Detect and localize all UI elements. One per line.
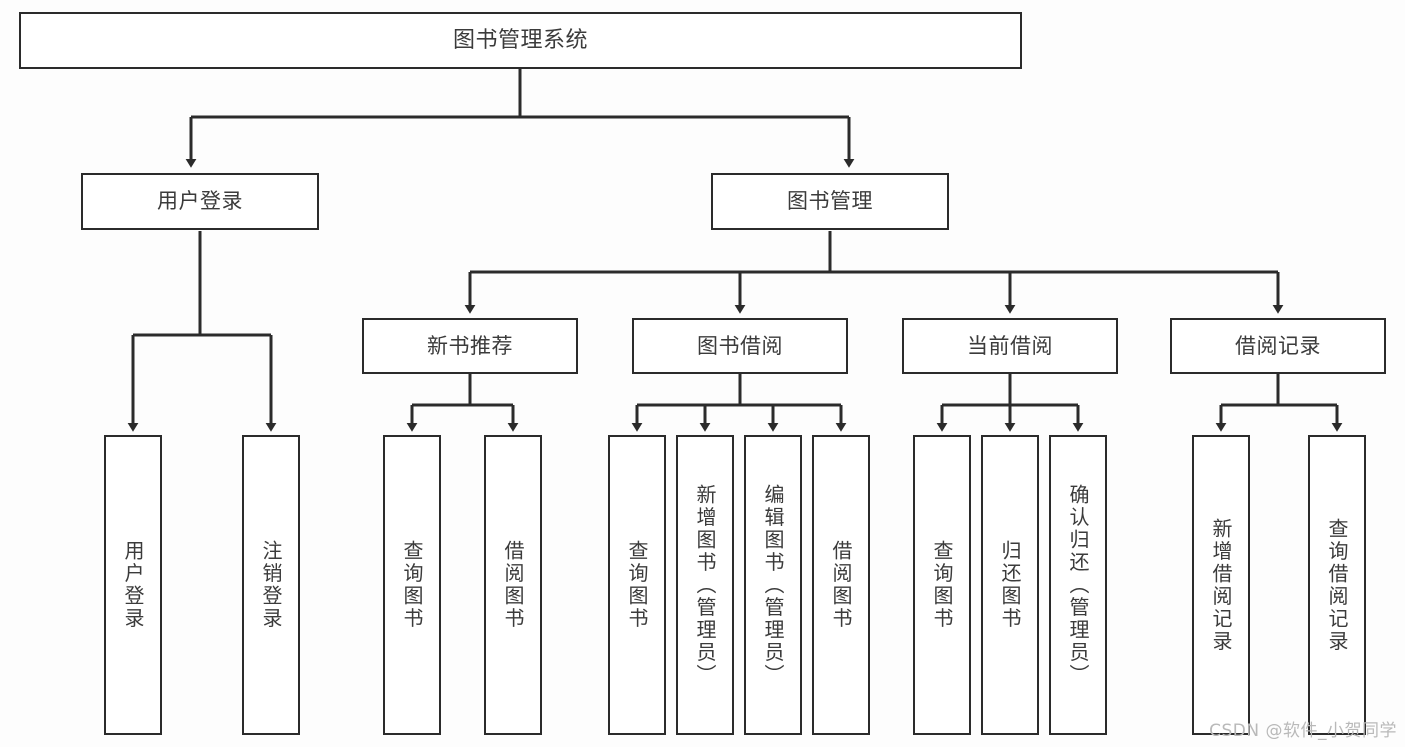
- leaf-borrow-book-2[interactable]: 借阅图书: [812, 435, 870, 735]
- node-user-login[interactable]: 用户登录: [81, 173, 319, 230]
- leaf-add-book[interactable]: 新增图书（管理员）: [676, 435, 734, 735]
- leaf-query-record[interactable]: 查询借阅记录: [1308, 435, 1366, 735]
- leaf-user-login[interactable]: 用户登录: [104, 435, 162, 735]
- node-book-borrow-label: 图书借阅: [697, 333, 783, 358]
- leaf-add-book-label: 新增图书（管理员）: [693, 483, 717, 687]
- leaf-confirm-return[interactable]: 确认归还（管理员）: [1049, 435, 1107, 735]
- leaf-query-record-label: 查询借阅记录: [1325, 517, 1349, 653]
- node-new-book-rec[interactable]: 新书推荐: [362, 318, 578, 374]
- node-current-borrow[interactable]: 当前借阅: [902, 318, 1118, 374]
- node-book-manage-label: 图书管理: [787, 189, 873, 214]
- leaf-query-book-3[interactable]: 查询图书: [913, 435, 971, 735]
- leaf-user-login-label: 用户登录: [121, 540, 145, 630]
- leaf-add-record[interactable]: 新增借阅记录: [1192, 435, 1250, 735]
- leaf-return-book[interactable]: 归还图书: [981, 435, 1039, 735]
- leaf-add-record-label: 新增借阅记录: [1209, 517, 1233, 653]
- leaf-confirm-return-label: 确认归还（管理员）: [1066, 483, 1090, 687]
- leaf-borrow-book-1-label: 借阅图书: [501, 540, 525, 630]
- node-book-borrow[interactable]: 图书借阅: [632, 318, 848, 374]
- leaf-query-book-3-label: 查询图书: [930, 540, 954, 630]
- node-borrow-record-label: 借阅记录: [1235, 333, 1321, 358]
- node-current-borrow-label: 当前借阅: [967, 333, 1053, 358]
- leaf-query-book-1[interactable]: 查询图书: [383, 435, 441, 735]
- leaf-borrow-book-2-label: 借阅图书: [829, 540, 853, 630]
- leaf-logout-label: 注销登录: [259, 540, 283, 630]
- node-user-login-label: 用户登录: [157, 189, 243, 214]
- leaf-borrow-book-1[interactable]: 借阅图书: [484, 435, 542, 735]
- leaf-edit-book[interactable]: 编辑图书（管理员）: [744, 435, 802, 735]
- node-new-book-rec-label: 新书推荐: [427, 333, 513, 358]
- leaf-logout[interactable]: 注销登录: [242, 435, 300, 735]
- leaf-return-book-label: 归还图书: [998, 540, 1022, 630]
- node-book-manage[interactable]: 图书管理: [711, 173, 949, 230]
- leaf-query-book-2[interactable]: 查询图书: [608, 435, 666, 735]
- node-root-label: 图书管理系统: [452, 27, 588, 53]
- leaf-edit-book-label: 编辑图书（管理员）: [761, 483, 785, 687]
- leaf-query-book-2-label: 查询图书: [625, 540, 649, 630]
- csdn-watermark: CSDN @软件_小贺同学: [1209, 721, 1397, 741]
- node-root[interactable]: 图书管理系统: [19, 12, 1022, 69]
- node-borrow-record[interactable]: 借阅记录: [1170, 318, 1386, 374]
- leaf-query-book-1-label: 查询图书: [400, 540, 424, 630]
